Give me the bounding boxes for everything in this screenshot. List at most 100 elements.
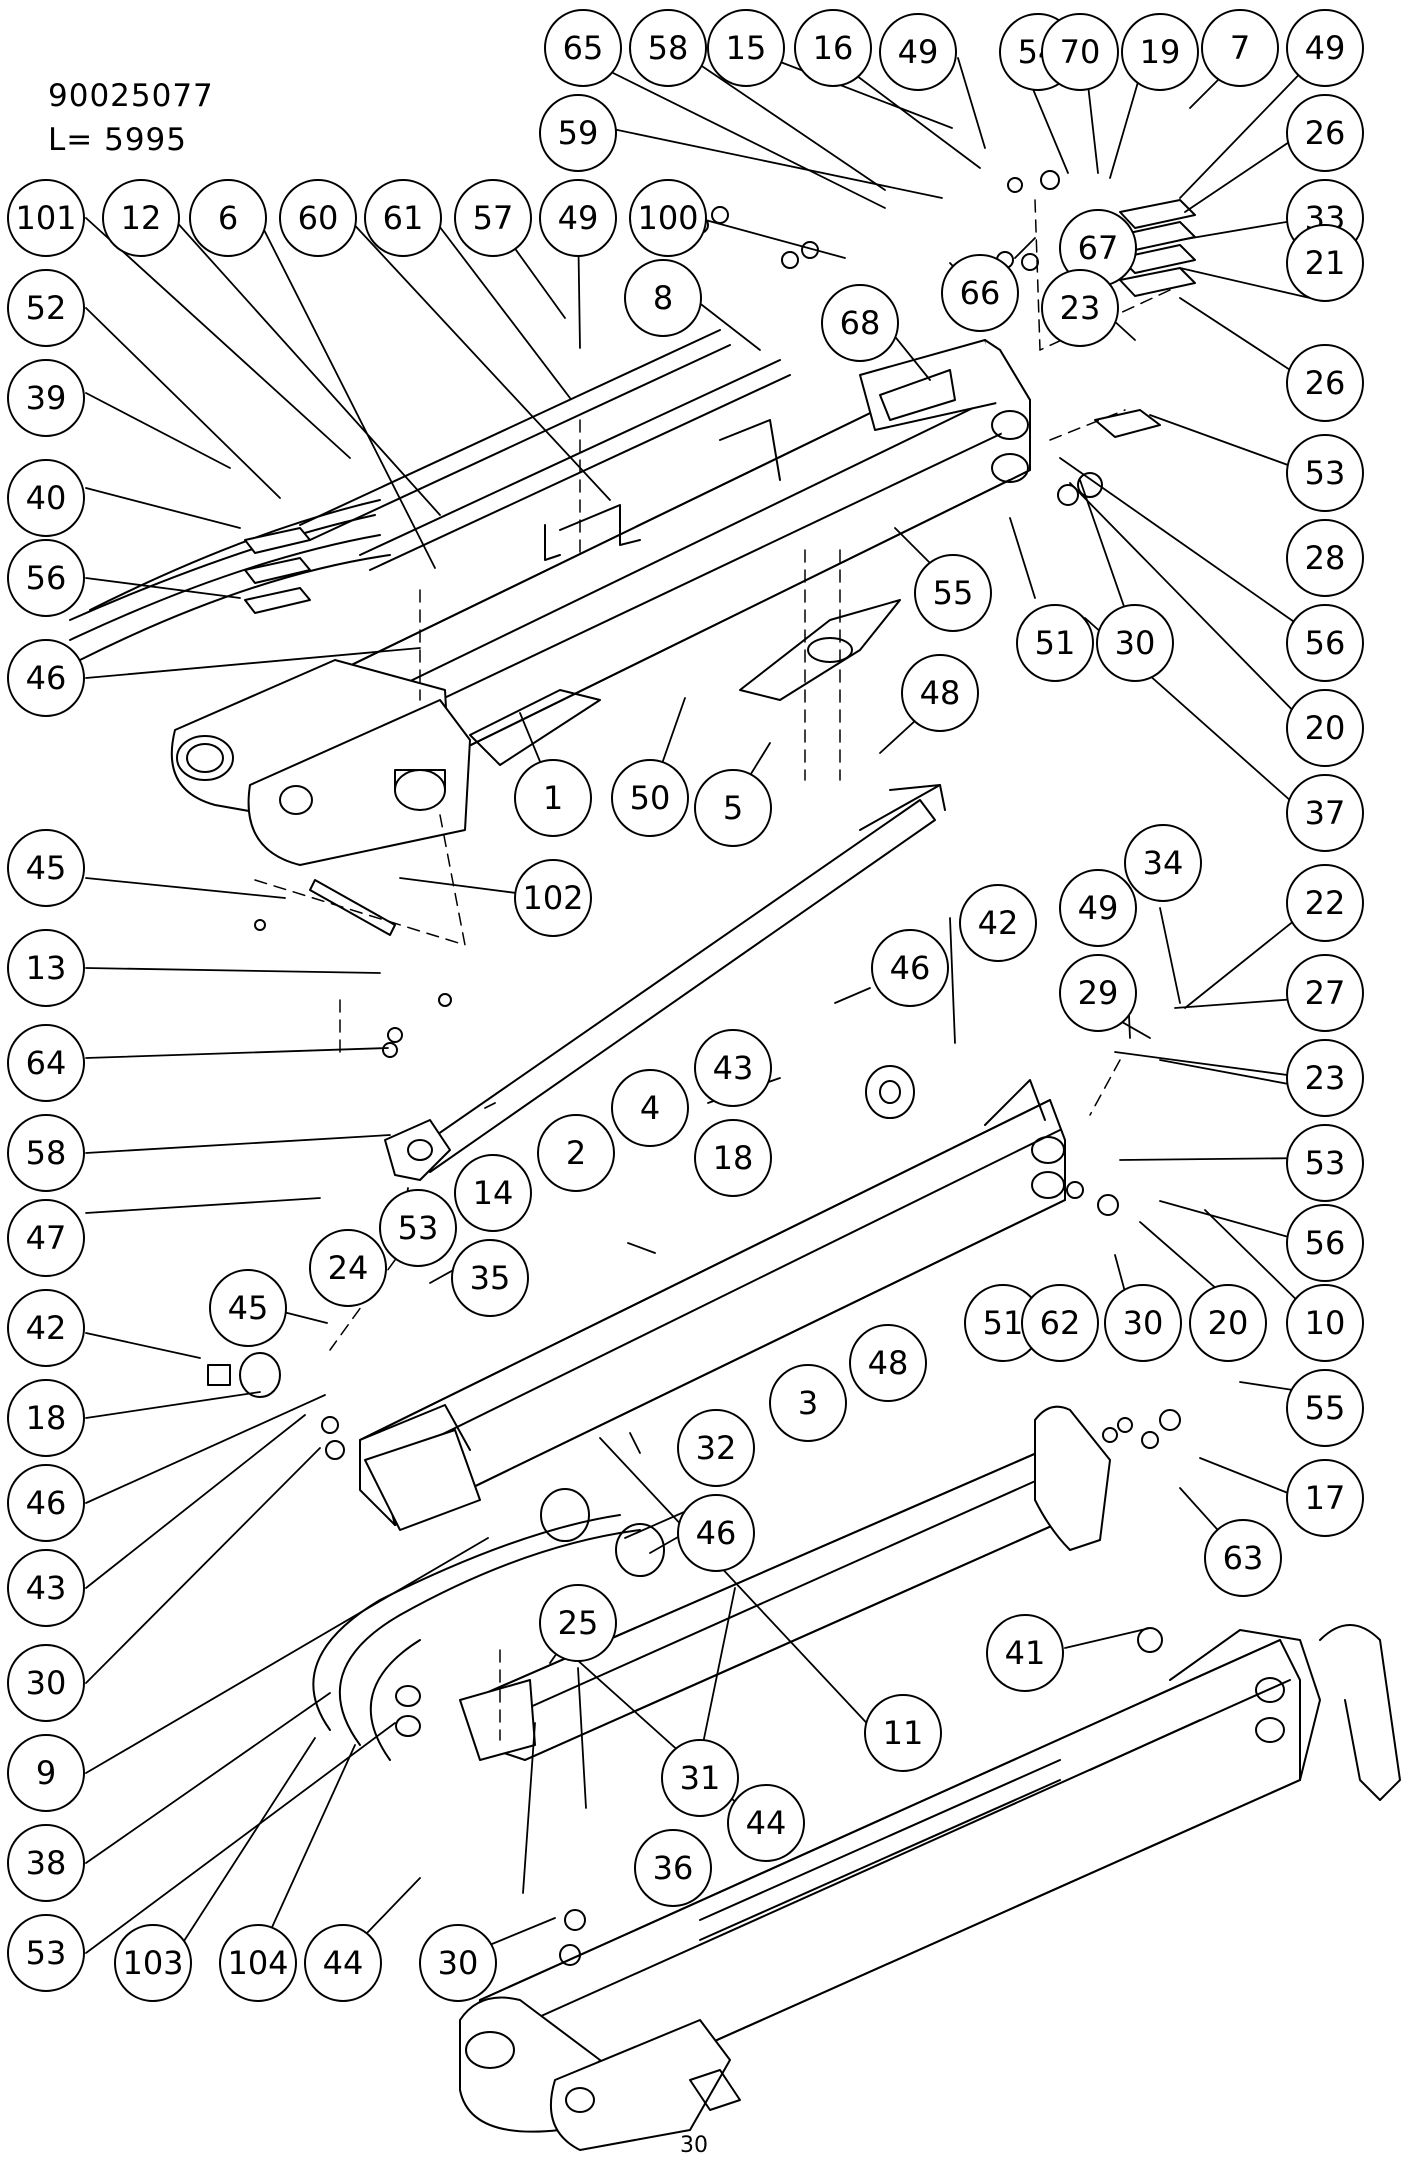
callout-balloon: 25: [539, 1584, 617, 1662]
callout-circle: [1059, 954, 1137, 1032]
callout-label: 44: [323, 1944, 364, 1982]
callout-circle: [209, 1269, 287, 1347]
callout-label: 62: [1040, 1304, 1081, 1342]
callout-circle: [7, 929, 85, 1007]
callout-circle: [451, 1239, 529, 1317]
callout-balloon: 14: [454, 1154, 532, 1232]
callout-label: 66: [960, 274, 1001, 312]
callout-label: 42: [978, 904, 1019, 942]
callout-circle: [1059, 869, 1137, 947]
callout-balloon: 101: [7, 179, 85, 257]
callout-circle: [539, 179, 617, 257]
callout-circle: [7, 1199, 85, 1277]
callout-balloon: 56: [1286, 1204, 1364, 1282]
callout-balloon: 26: [1286, 344, 1364, 422]
callout-circle: [1286, 774, 1364, 852]
callout-label: 9: [36, 1754, 56, 1792]
callout-balloon: 56: [1286, 604, 1364, 682]
callout-circle: [1286, 1369, 1364, 1447]
callout-label: 19: [1140, 33, 1181, 71]
callout-circle: [1021, 1284, 1099, 1362]
callout-circle: [454, 179, 532, 257]
callout-circle: [189, 179, 267, 257]
callout-circle: [611, 1069, 689, 1147]
callout-label: 15: [726, 29, 767, 67]
callout-circle: [7, 1824, 85, 1902]
callout-label: 29: [1078, 974, 1119, 1012]
callout-circle: [544, 9, 622, 87]
pin-13: [309, 879, 396, 936]
callout-balloon: 47: [7, 1199, 85, 1277]
callout-circle: [1286, 954, 1364, 1032]
callout-label: 102: [522, 879, 583, 917]
callout-balloon: 58: [629, 9, 707, 87]
callout-circle: [7, 269, 85, 347]
callout-balloon: 9: [7, 1734, 85, 1812]
callout-balloon: 39: [7, 359, 85, 437]
callout-circle: [539, 94, 617, 172]
callout-label: 10: [1305, 1304, 1346, 1342]
callout-circle: [624, 259, 702, 337]
callout-circle: [634, 1829, 712, 1907]
callout-circle: [7, 1644, 85, 1722]
callout-circle: [1286, 604, 1364, 682]
callout-balloon: 104: [219, 1924, 297, 2002]
callout-circle: [219, 1924, 297, 2002]
callout-balloon: 100: [629, 179, 707, 257]
callout-circle: [102, 179, 180, 257]
callout-circle: [694, 1029, 772, 1107]
callout-circle: [1096, 604, 1174, 682]
callout-label: 49: [1305, 29, 1346, 67]
callout-balloon: 1: [514, 759, 592, 837]
callout-label: 67: [1078, 229, 1119, 267]
shim-plate-28: [1094, 409, 1161, 438]
callout-label: 58: [26, 1134, 67, 1172]
callout-balloon: 42: [959, 884, 1037, 962]
callout-balloon: 53: [7, 1914, 85, 1992]
callout-balloon: 45: [209, 1269, 287, 1347]
callout-circle: [7, 539, 85, 617]
callout-balloon: 43: [7, 1549, 85, 1627]
callout-label: 46: [26, 659, 67, 697]
callout-circle: [727, 1784, 805, 1862]
callout-label: 35: [470, 1259, 511, 1297]
callout-label: 51: [1035, 624, 1076, 662]
callout-label: 16: [813, 29, 854, 67]
callout-label: 101: [15, 199, 76, 237]
callout-balloon: 48: [901, 654, 979, 732]
callout-circle: [1104, 1284, 1182, 1362]
callout-label: 18: [26, 1399, 67, 1437]
callout-circle: [7, 459, 85, 537]
callout-label: 1: [543, 779, 563, 817]
callout-label: 53: [1305, 1144, 1346, 1182]
callout-balloon: 4: [611, 1069, 689, 1147]
callout-label: 53: [398, 1209, 439, 1247]
callout-balloon: 53: [1286, 1124, 1364, 1202]
callout-label: 30: [1115, 624, 1156, 662]
callout-circle: [1204, 1519, 1282, 1597]
callout-circle: [7, 639, 85, 717]
callout-balloon: 44: [727, 1784, 805, 1862]
clamp-brackets: [544, 419, 781, 561]
callout-label: 36: [653, 1849, 694, 1887]
callout-circle: [1201, 9, 1279, 87]
callout-label: 40: [26, 479, 67, 517]
callout-circle: [629, 179, 707, 257]
exploded-view-lines: [254, 199, 1171, 1741]
callout-label: 39: [26, 379, 67, 417]
callout-circle: [514, 759, 592, 837]
part-number: 90025077: [48, 78, 214, 114]
callout-label: 26: [1305, 364, 1346, 402]
callout-label: 5: [723, 789, 743, 827]
callout-label: 23: [1060, 289, 1101, 327]
callout-balloon: 23: [1286, 1039, 1364, 1117]
callout-balloon: 46: [871, 929, 949, 1007]
callout-balloon: 34: [1124, 824, 1202, 902]
callout-balloon: 24: [309, 1229, 387, 1307]
callout-balloon: 48: [849, 1324, 927, 1402]
callout-balloon: 5: [694, 769, 772, 847]
callout-label: 32: [696, 1429, 737, 1467]
callout-circle: [279, 179, 357, 257]
callout-label: 53: [26, 1934, 67, 1972]
